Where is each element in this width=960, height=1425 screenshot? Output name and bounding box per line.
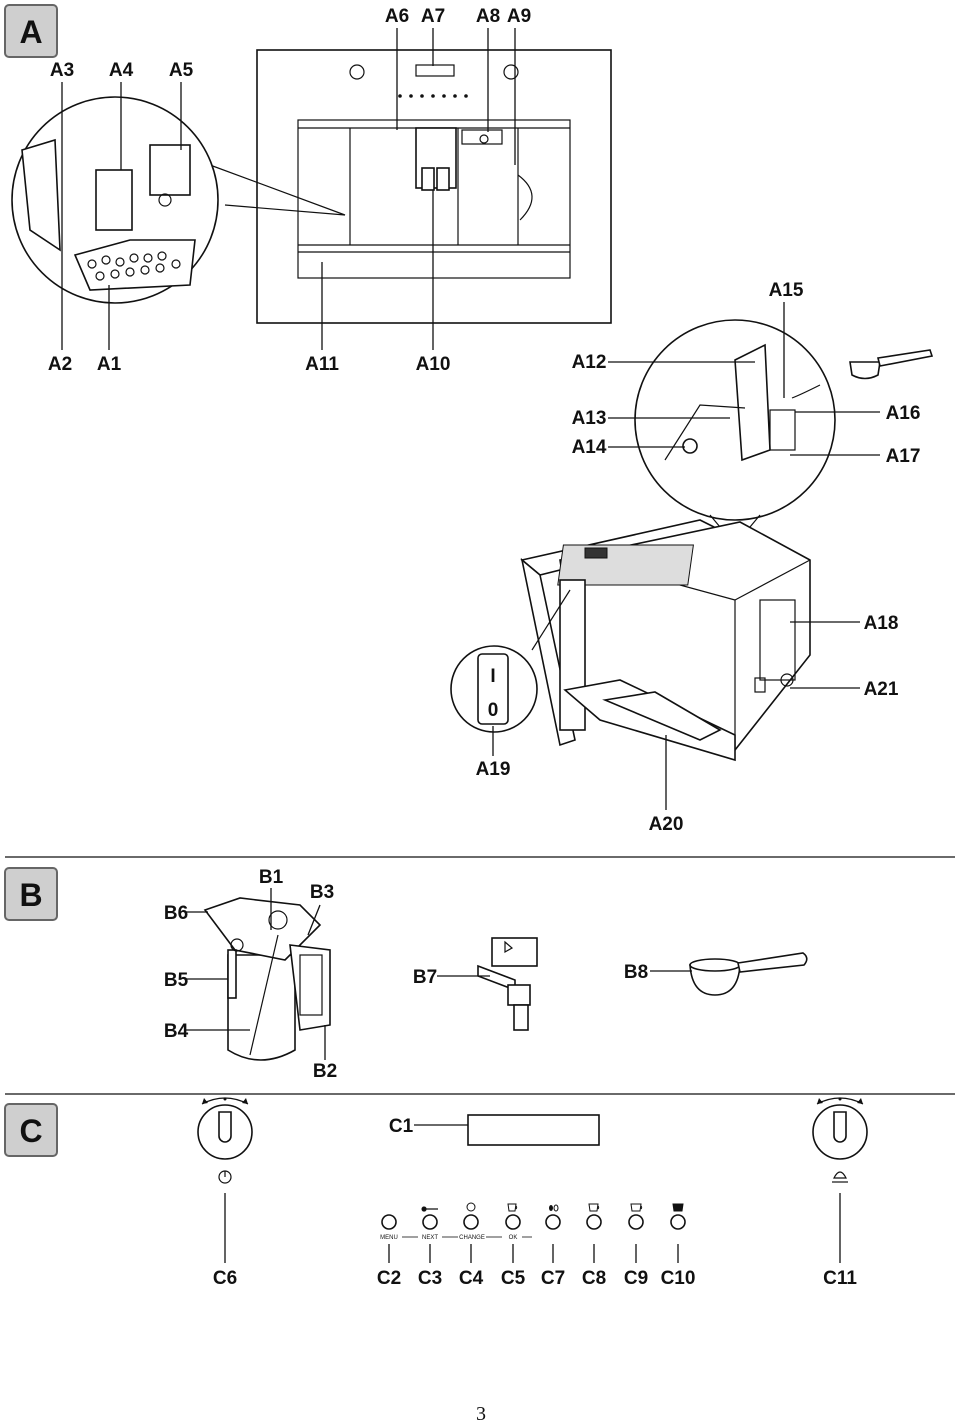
large-cup-button[interactable] bbox=[670, 1214, 686, 1230]
small-cup-button[interactable] bbox=[586, 1214, 602, 1230]
cup-icon bbox=[630, 1203, 643, 1212]
spoon-icon bbox=[421, 1206, 438, 1212]
callout-a17: A17 bbox=[886, 446, 921, 467]
callout-c6: C6 bbox=[213, 1268, 237, 1289]
callout-a18: A18 bbox=[864, 613, 899, 634]
section-c-label: C bbox=[19, 1113, 42, 1149]
callout-a6: A6 bbox=[385, 6, 409, 27]
callout-a21: A21 bbox=[864, 679, 899, 700]
control-buttons bbox=[381, 1214, 686, 1230]
callout-c2: C2 bbox=[377, 1268, 401, 1289]
callout-c9: C9 bbox=[624, 1268, 648, 1289]
beans-button[interactable] bbox=[463, 1214, 479, 1230]
coffee-beans-icon bbox=[466, 1202, 476, 1212]
callout-a5: A5 bbox=[169, 60, 194, 81]
cup-icon bbox=[588, 1203, 600, 1212]
display-window bbox=[467, 1114, 600, 1146]
measuring-scoop-large bbox=[689, 952, 808, 996]
switch-on-mark: I bbox=[490, 666, 495, 687]
callout-a4: A4 bbox=[109, 60, 134, 81]
callout-c4: C4 bbox=[459, 1268, 484, 1289]
measuring-scoop-small bbox=[849, 349, 934, 380]
callout-a14: A14 bbox=[572, 437, 607, 458]
callout-b3: B3 bbox=[310, 882, 334, 903]
section-c-leaders bbox=[224, 1124, 841, 1263]
frother-nozzle bbox=[477, 937, 538, 1031]
detail-circle-left bbox=[11, 96, 346, 304]
switch-off-mark: 0 bbox=[488, 700, 499, 721]
callout-a10: A10 bbox=[416, 354, 451, 375]
callout-c10: C10 bbox=[661, 1268, 696, 1289]
callout-b7: B7 bbox=[413, 967, 437, 988]
callout-c8: C8 bbox=[582, 1268, 606, 1289]
callout-c7: C7 bbox=[541, 1268, 565, 1289]
menu-label: MENU bbox=[380, 1235, 398, 1241]
callout-b4: B4 bbox=[164, 1021, 189, 1042]
section-b: B bbox=[4, 867, 808, 1082]
spoon-button[interactable] bbox=[422, 1214, 438, 1230]
steam-knob[interactable] bbox=[812, 1097, 868, 1183]
top-grille bbox=[557, 544, 694, 586]
callout-c1: C1 bbox=[389, 1116, 414, 1137]
callout-a19: A19 bbox=[476, 759, 511, 780]
section-b-badge bbox=[4, 867, 58, 921]
cup-button[interactable] bbox=[505, 1214, 521, 1230]
menu-button[interactable] bbox=[381, 1214, 397, 1230]
callout-a20: A20 bbox=[649, 814, 684, 835]
power-icon bbox=[218, 1170, 232, 1184]
medium-cup-button[interactable] bbox=[628, 1214, 644, 1230]
callout-a8: A8 bbox=[476, 6, 500, 27]
callout-c3: C3 bbox=[418, 1268, 442, 1289]
callout-a16: A16 bbox=[886, 403, 921, 424]
callout-a7: A7 bbox=[421, 6, 445, 27]
section-b-leaders bbox=[186, 888, 692, 1060]
steam-icon bbox=[832, 1171, 848, 1183]
button-dots bbox=[398, 94, 468, 98]
section-c: C bbox=[4, 1097, 868, 1289]
drip-holes bbox=[87, 251, 181, 281]
strength-button[interactable] bbox=[545, 1214, 561, 1230]
callout-a3: A3 bbox=[50, 60, 74, 81]
cup-icon bbox=[507, 1203, 518, 1212]
callout-a9: A9 bbox=[507, 6, 531, 27]
callout-b8: B8 bbox=[624, 962, 648, 983]
hot-water-icon bbox=[672, 1203, 684, 1212]
section-a-badge bbox=[4, 4, 58, 58]
section-a-leaders bbox=[61, 28, 880, 810]
section-a: A bbox=[4, 4, 934, 835]
callout-a15: A15 bbox=[769, 280, 804, 301]
page-number: 3 bbox=[476, 1403, 486, 1425]
callout-b2: B2 bbox=[313, 1061, 337, 1082]
callout-a11: A11 bbox=[305, 354, 339, 375]
change-label: CHANGE bbox=[459, 1235, 485, 1241]
next-label: NEXT bbox=[422, 1235, 438, 1241]
callout-b6: B6 bbox=[164, 903, 188, 924]
ok-label: OK bbox=[509, 1235, 518, 1241]
machine-front-view bbox=[256, 49, 612, 324]
callout-a12: A12 bbox=[572, 352, 607, 373]
coffee-beans-icon bbox=[549, 1204, 559, 1212]
callout-a1: A1 bbox=[97, 354, 122, 375]
section-b-label: B bbox=[19, 877, 42, 913]
power-switch-detail: I 0 bbox=[450, 589, 571, 733]
callout-c11: C11 bbox=[823, 1268, 857, 1289]
section-c-badge bbox=[4, 1103, 58, 1157]
button-icons bbox=[421, 1202, 684, 1212]
callout-a13: A13 bbox=[572, 408, 607, 429]
callout-b5: B5 bbox=[164, 970, 189, 991]
section-a-label: A bbox=[19, 14, 42, 50]
detail-circle-right bbox=[634, 319, 934, 546]
callout-b1: B1 bbox=[259, 867, 284, 888]
milk-carafe bbox=[203, 897, 331, 1061]
callout-a2: A2 bbox=[48, 354, 72, 375]
machine-rear-view bbox=[520, 519, 811, 762]
power-knob[interactable] bbox=[197, 1097, 253, 1184]
callout-c5: C5 bbox=[501, 1268, 526, 1289]
